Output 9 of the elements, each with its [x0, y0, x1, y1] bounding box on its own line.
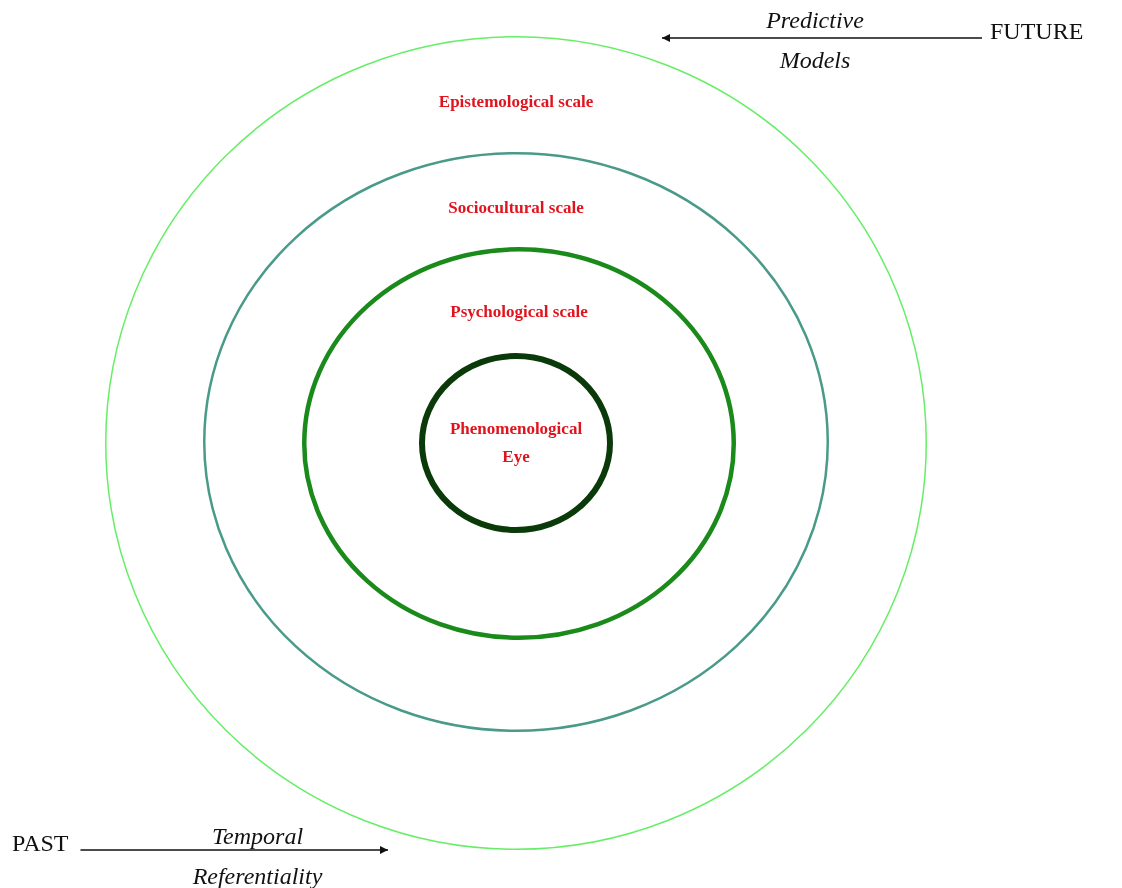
edge-label: Predictive Models — [765, 6, 865, 75]
scale-label: Epistemological scale — [437, 92, 595, 112]
scale-label: Psychological scale — [449, 302, 589, 322]
scale-label: Phenomenological Eye — [448, 418, 584, 468]
scale-label: Sociocultural scale — [447, 198, 585, 218]
arrow — [661, 34, 983, 42]
arrow — [79, 846, 389, 854]
time-label: FUTURE — [990, 18, 1084, 45]
time-label: PAST — [12, 830, 69, 857]
